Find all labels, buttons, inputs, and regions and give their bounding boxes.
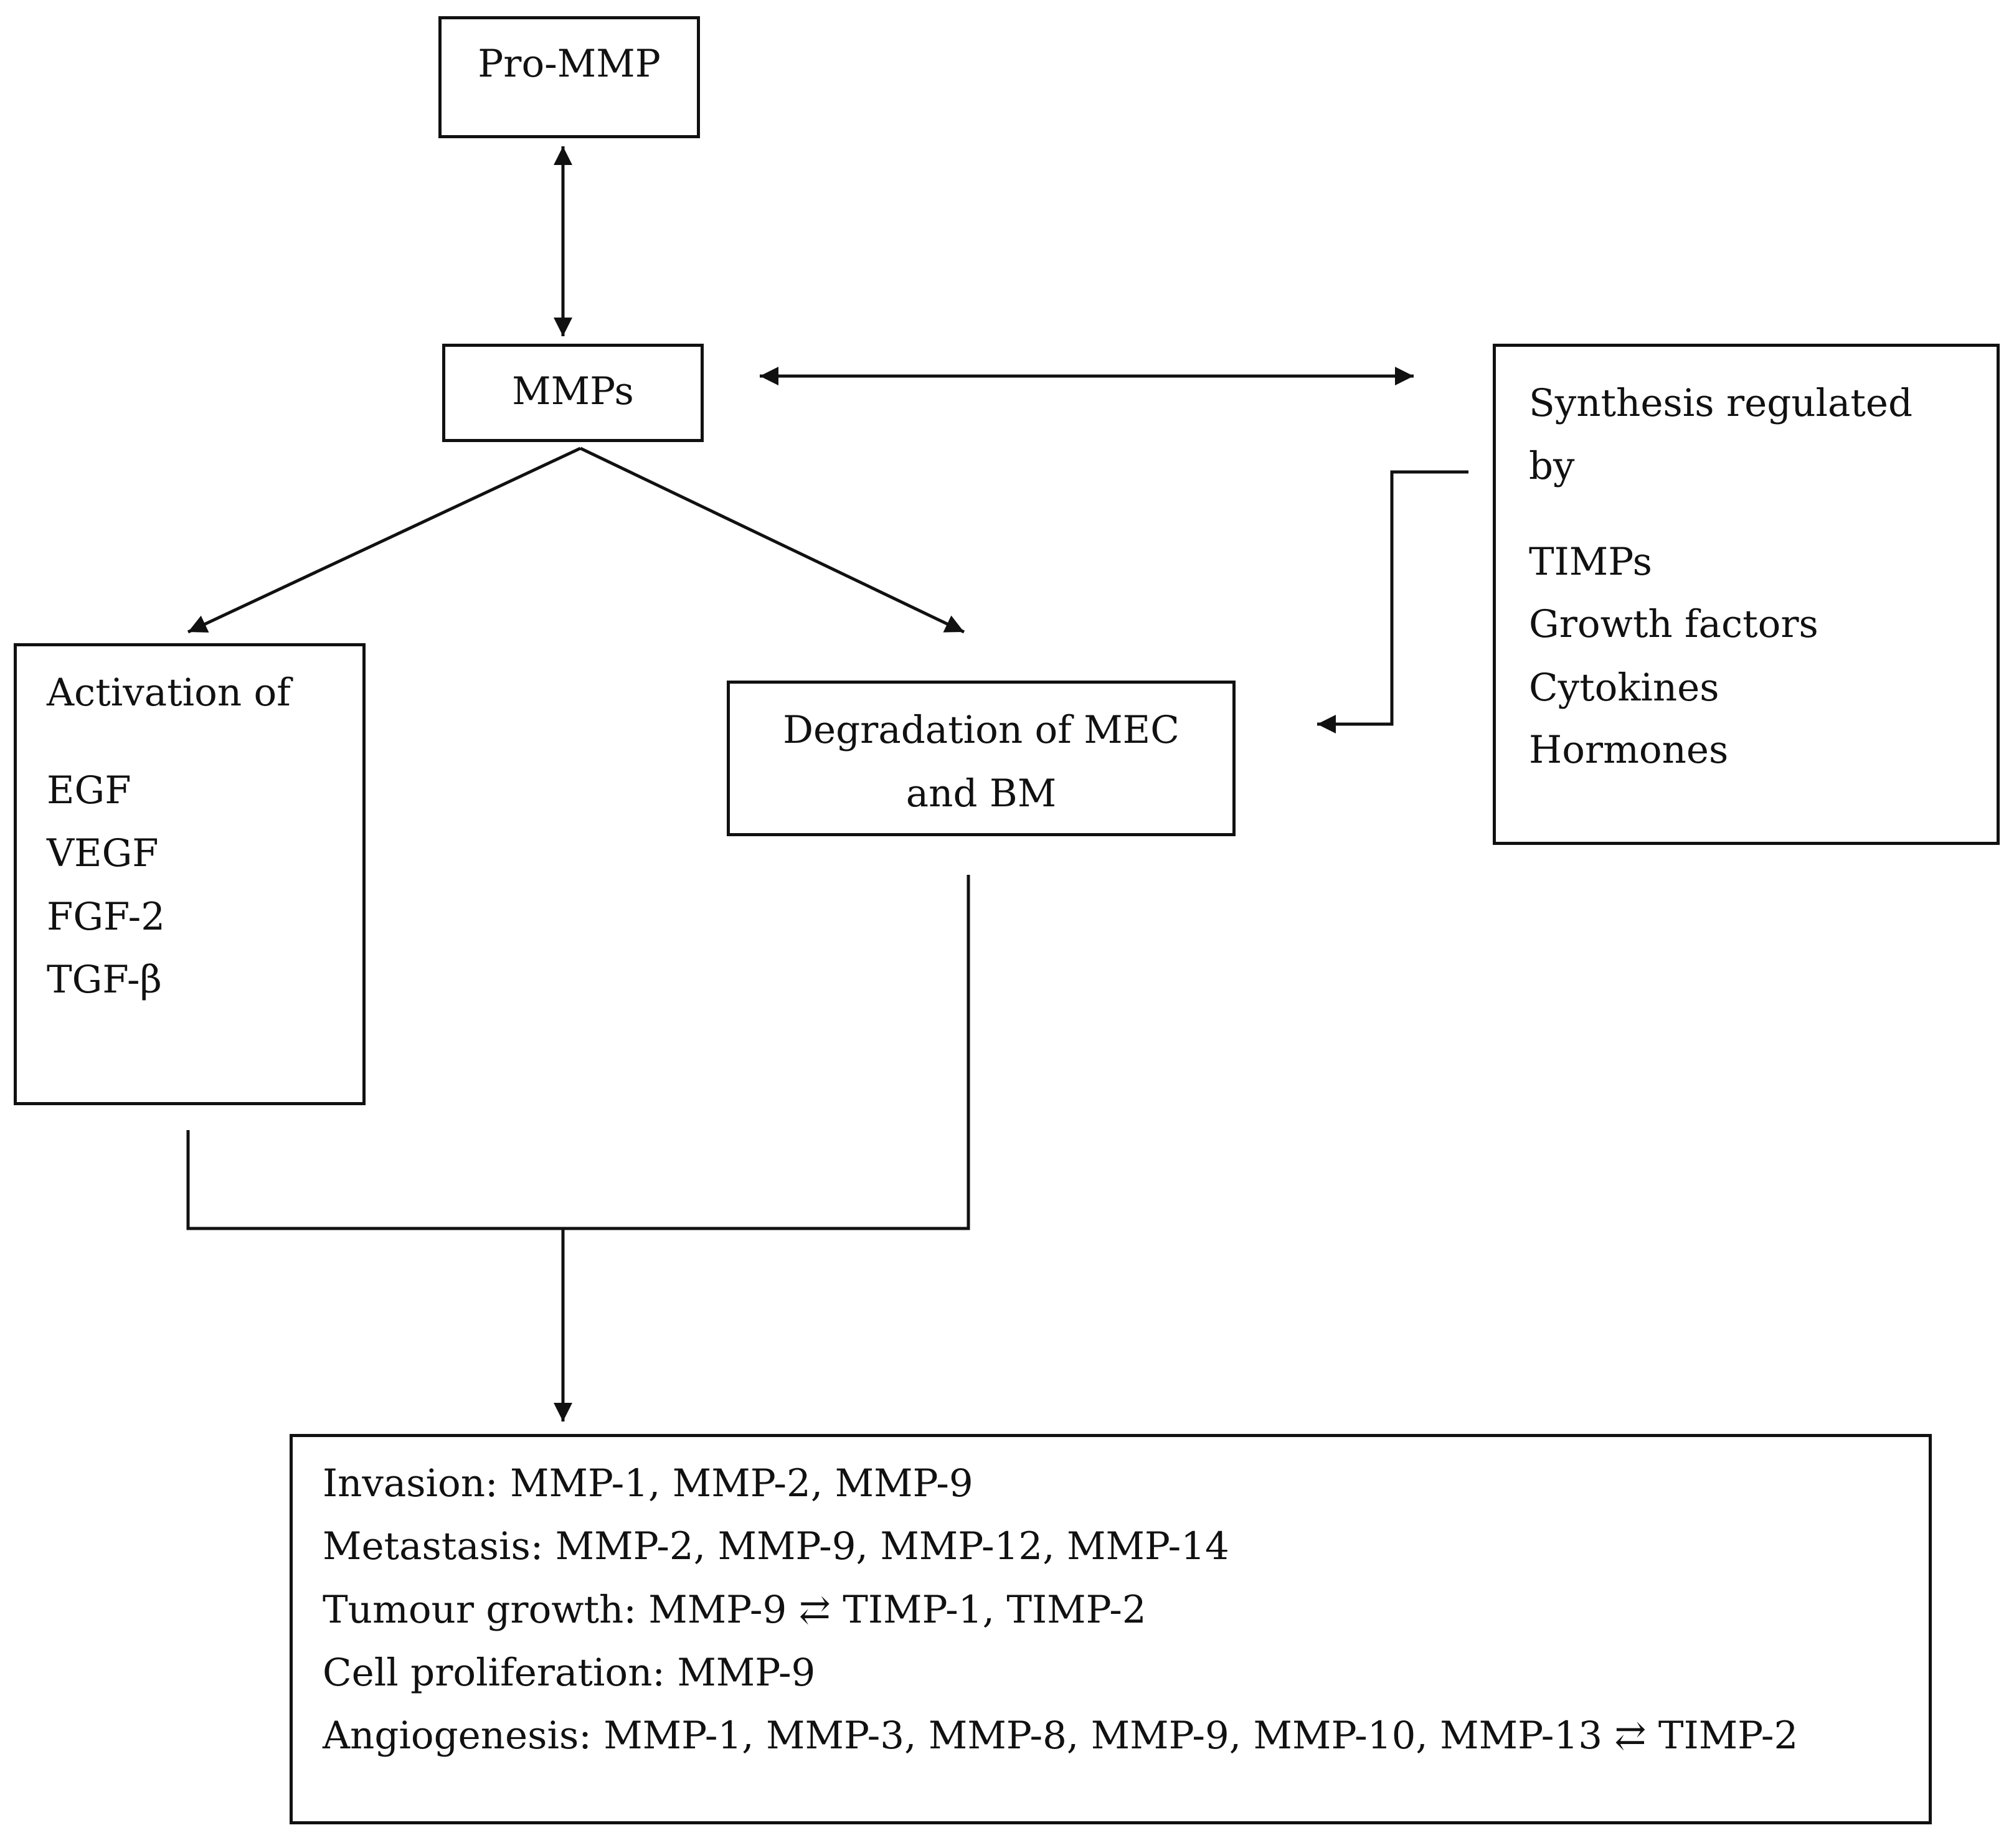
synthesis-item: Hormones (1529, 728, 1729, 772)
activation-item: VEGF (47, 831, 159, 875)
synthesis-box (1493, 344, 2000, 845)
activation-box (14, 643, 366, 1105)
synthesis-item: Growth factors (1529, 602, 1818, 646)
outcome-line: Invasion: MMP-1, MMP-2, MMP-9 (323, 1461, 973, 1506)
activation-heading: Activation of (47, 671, 291, 715)
synthesis-heading-line1: Synthesis regulated (1529, 381, 1913, 425)
pro-mmp-label: Pro-MMP (478, 42, 661, 86)
arrow-mmps-activation (187, 446, 582, 634)
activation-item: EGF (47, 768, 131, 813)
connector-degradation-to-merge (563, 875, 970, 1230)
arrow-mmps-degradation (579, 446, 965, 634)
degradation-box (727, 681, 1236, 836)
outcome-line: Cell proliferation: MMP-9 (323, 1651, 816, 1695)
degradation-line1: Degradation of MEC (783, 708, 1180, 752)
mmps-label: MMPs (512, 369, 634, 413)
outcome-line: Angiogenesis: MMP-1, MMP-3, MMP-8, MMP-9… (323, 1714, 1799, 1758)
arrow-synthesis-degradation (1317, 470, 1468, 733)
synthesis-item: Cytokines (1529, 666, 1719, 710)
activation-item: TGF-β (47, 958, 162, 1002)
connector-activation-to-merge (186, 1130, 563, 1230)
mmps-box (442, 344, 704, 442)
outcomes-box (290, 1434, 1932, 1824)
outcome-line: Metastasis: MMP-2, MMP-9, MMP-12, MMP-14 (323, 1524, 1229, 1568)
synthesis-heading-line2: by (1529, 444, 1575, 488)
degradation-line2: and BM (905, 771, 1057, 816)
synthesis-item: TIMPs (1529, 540, 1652, 584)
outcome-line: Tumour growth: MMP-9 ⇄ TIMP-1, TIMP-2 (323, 1588, 1146, 1632)
pro-mmp-box (438, 16, 700, 138)
activation-item: FGF-2 (47, 895, 166, 939)
